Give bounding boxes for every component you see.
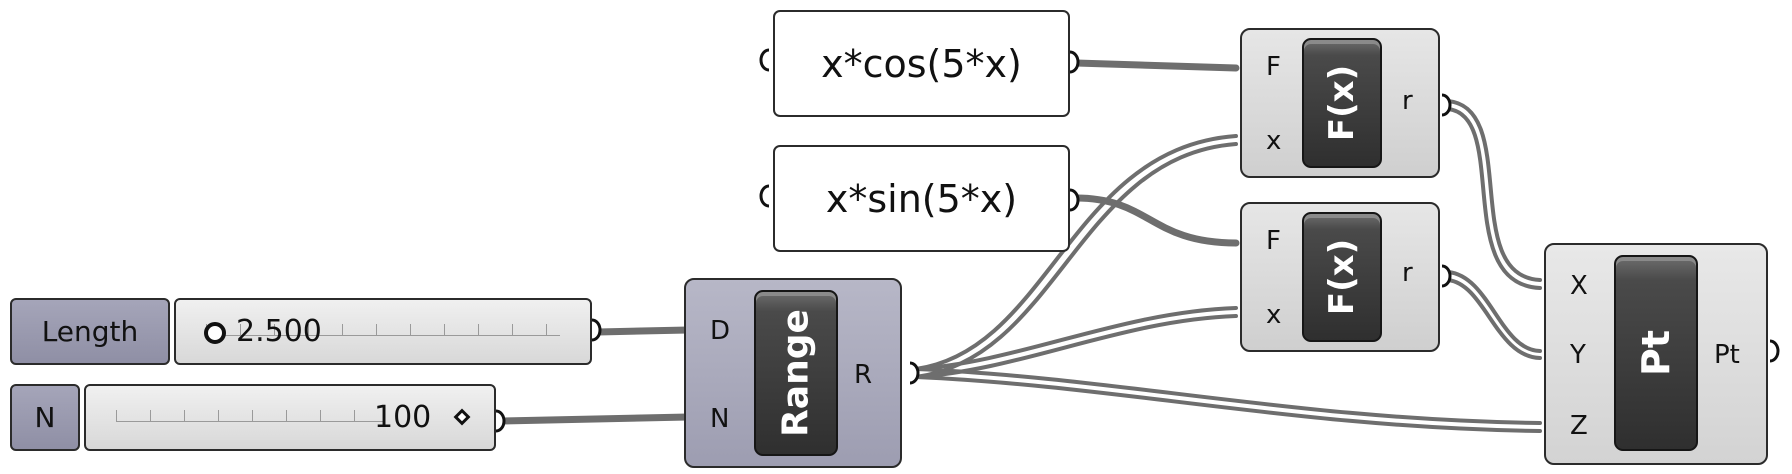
port-grip [495,409,506,433]
fx-sin-title-core: F(x) [1302,212,1382,342]
wire-cos-expression-to-fx1-f [1072,59,1240,72]
pt-input-x[interactable]: X [1570,271,1588,301]
port-grip [591,318,602,342]
slider-n-label-text: N [34,401,56,434]
expression-panel-cos[interactable]: x*cos(5*x) [773,10,1070,117]
slider-length-label-text: Length [41,315,139,348]
wire-range-r-to-fx2-x [914,306,1238,371]
pt-input-z[interactable]: Z [1570,411,1588,441]
port-grip [1441,93,1452,117]
fx-cos-output-r[interactable]: r [1402,86,1413,116]
slider-n-grip[interactable] [453,408,471,426]
pt-input-y[interactable]: Y [1570,340,1586,370]
range-input-n[interactable]: N [710,404,730,434]
wire-n-to-range-n [498,413,692,425]
fx-cos-title-core: F(x) [1302,38,1382,168]
wire-fx1-r-to-pt-x [1446,99,1542,282]
port-grip [759,48,770,72]
port-grip [1069,50,1080,74]
slider-n-ticks [116,410,384,422]
slider-length-track[interactable]: 2.500 [174,298,592,365]
fx-sin-title: F(x) [1322,238,1362,316]
fx-cos-input-f[interactable]: F [1266,52,1281,82]
port-grip [1441,264,1452,288]
expression-panel-sin[interactable]: x*sin(5*x) [773,145,1070,252]
range-title-core: Range [754,290,838,456]
slider-length-value: 2.500 [236,314,322,349]
fx-cos-input-x[interactable]: x [1266,126,1282,156]
port-grip [1069,188,1080,212]
pt-component[interactable]: X Y Z Pt Pt [1544,243,1768,465]
wire-sin-expression-to-fx2-f [1072,194,1240,247]
pt-output[interactable]: Pt [1714,340,1740,370]
port-grip [759,184,770,208]
port-grip [1769,339,1780,363]
slider-length-label[interactable]: Length [10,298,170,365]
port-grip [909,361,920,385]
range-title: Range [775,309,817,437]
pt-title-core: Pt [1614,255,1698,451]
wire-fx2-r-to-pt-y [1446,270,1542,353]
wire-range-r-to-pt-z [914,367,1542,425]
slider-n-value: 100 [374,400,432,435]
fx-cos-component[interactable]: F x F(x) r [1240,28,1440,178]
fx-sin-input-x[interactable]: x [1266,300,1282,330]
expression-cos-text: x*cos(5*x) [821,41,1022,86]
wire-length-to-range-d [594,326,692,336]
fx-sin-input-f[interactable]: F [1266,226,1281,256]
slider-length-ticks [206,324,560,336]
fx-sin-output-r[interactable]: r [1402,258,1413,288]
slider-length-grip[interactable] [204,322,226,344]
range-component[interactable]: D N Range R [684,278,902,468]
slider-n-track[interactable]: 100 [84,384,496,451]
range-output-r[interactable]: R [854,360,873,390]
slider-n-label[interactable]: N [10,384,80,451]
range-input-d[interactable]: D [710,316,731,346]
fx-cos-title: F(x) [1322,64,1362,142]
expression-sin-text: x*sin(5*x) [825,176,1018,221]
fx-sin-component[interactable]: F x F(x) r [1240,202,1440,352]
pt-title: Pt [1634,329,1678,377]
